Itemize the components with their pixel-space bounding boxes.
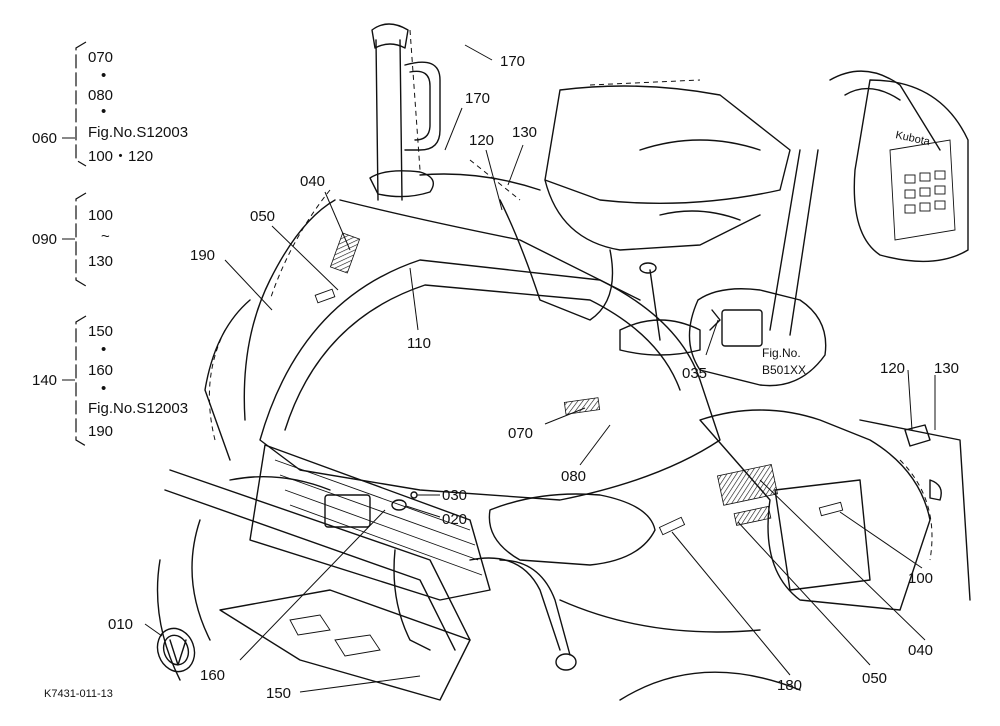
callout-190: 190 <box>190 247 215 264</box>
callout-050: 050 <box>250 208 275 225</box>
callout-080: 080 <box>561 468 586 485</box>
legend-bullet: • <box>101 67 106 84</box>
legend-bullet: • <box>101 380 106 397</box>
callout-035: 035 <box>682 365 707 382</box>
legend-group-090: 090 100 ~ 130 <box>32 192 113 287</box>
legend-parent-140: 140 <box>32 372 57 389</box>
leader-lines <box>144 44 936 693</box>
callout-120: 120 <box>469 132 494 149</box>
callout-010: 010 <box>108 616 133 633</box>
fig-ref-label: Fig.No. <box>762 346 801 360</box>
callout-170: 170 <box>500 53 525 70</box>
callout-180: 180 <box>777 677 802 694</box>
callout-100: 100 <box>908 570 933 587</box>
legend-bullet: • <box>101 341 106 358</box>
drawing-id: K7431-011-13 <box>44 688 113 700</box>
fig-ref-number: B501XX <box>762 363 806 377</box>
legend-group-140: 140 150 • 160 • Fig.No.S12003 190 <box>32 315 188 447</box>
callout-050: 050 <box>862 670 887 687</box>
callout-170: 170 <box>465 90 490 107</box>
legend-bullet: • <box>101 103 106 120</box>
legend-parent-090: 090 <box>32 231 57 248</box>
callout-030: 030 <box>442 487 467 504</box>
legend-item: 150 <box>88 323 113 340</box>
legend-item: 100 <box>88 207 113 224</box>
callout-040: 040 <box>300 173 325 190</box>
legend-item: 070 <box>88 49 113 66</box>
brand-logo-text: Kubota <box>894 129 931 148</box>
legend-fig-ref: Fig.No.S12003 <box>88 400 188 417</box>
legend-fig-ref: Fig.No.S12003 <box>88 124 188 141</box>
callout-110: 110 <box>407 335 431 352</box>
callout-130: 130 <box>934 360 959 377</box>
callout-130: 130 <box>512 124 537 141</box>
legend-group-060: 060 070 • 080 • Fig.No.S12003 100・120 <box>32 41 188 167</box>
legend-parent-060: 060 <box>32 130 57 147</box>
seat-logo-vents <box>904 170 946 214</box>
legend-item: 130 <box>88 253 113 270</box>
legend-item: 160 <box>88 362 113 379</box>
vehicle-line-art: Kubota <box>156 23 971 701</box>
callout-numbers: 170 170 120 130 040 050 190 110 070 080 … <box>108 53 959 702</box>
legend-item: 080 <box>88 87 113 104</box>
legend-item: 100・120 <box>88 148 153 165</box>
callout-070: 070 <box>508 425 533 442</box>
callout-020: 020 <box>442 511 467 528</box>
callout-120: 120 <box>880 360 905 377</box>
callout-150: 150 <box>266 685 291 702</box>
callout-040: 040 <box>908 642 933 659</box>
legend-item: 190 <box>88 423 113 440</box>
legend-tilde: ~ <box>101 228 110 245</box>
callout-160: 160 <box>200 667 225 684</box>
